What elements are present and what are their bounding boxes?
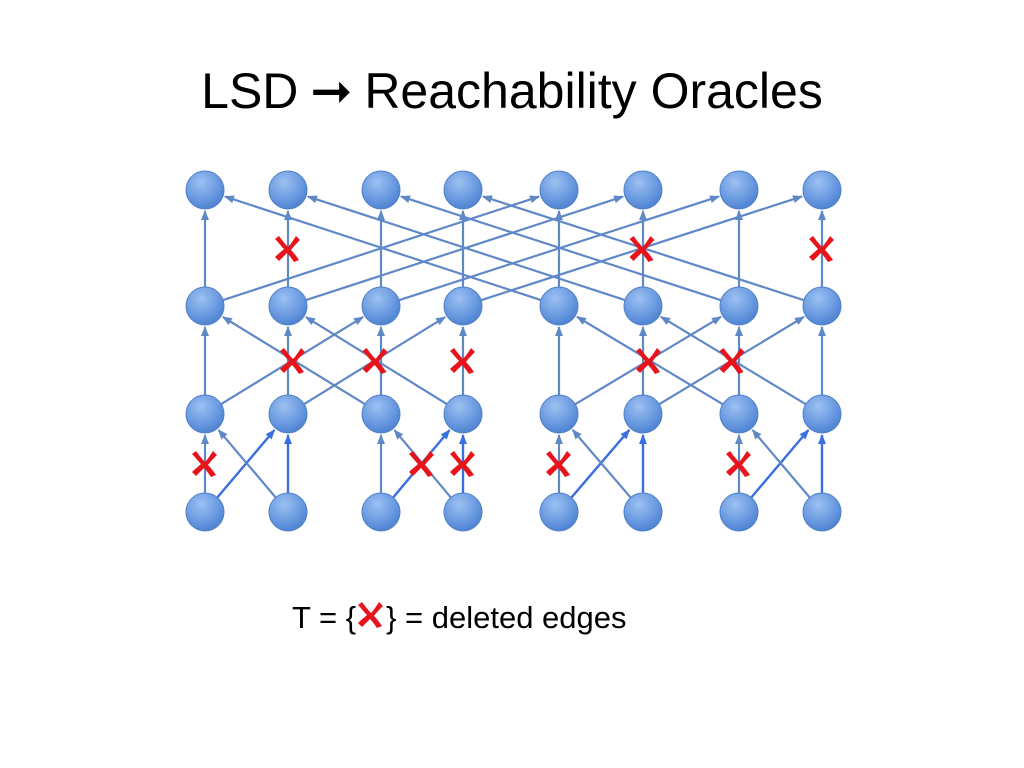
graph-node-layer3-5 — [623, 492, 663, 532]
graph-node-layer2-4 — [539, 394, 579, 434]
legend-caption: T = { } = deleted edges — [292, 598, 627, 638]
graph-node-layer2-0 — [185, 394, 225, 434]
title-reachability-oracles: Reachability Oracles — [364, 63, 823, 119]
deleted-edge-mark-icon — [546, 451, 571, 477]
graph-node-layer3-1 — [268, 492, 308, 532]
deleted-edge-mark-icon — [450, 451, 475, 477]
deleted-edge-mark-icon — [280, 348, 305, 374]
nodes-layer — [185, 170, 842, 532]
slide-title: LSD➞Reachability Oracles — [0, 62, 1024, 120]
deleted-edge-mark-icon — [275, 236, 300, 262]
edge-3-7-to-2-6 — [751, 429, 811, 499]
deleted-edge-mark-icon — [450, 348, 475, 374]
graph-node-layer2-6 — [719, 394, 759, 434]
edge-3-5-to-2-4 — [571, 429, 632, 499]
title-lsd: LSD — [201, 63, 299, 119]
edges-layer — [201, 195, 826, 499]
right-arrow-icon: ➞ — [310, 62, 353, 120]
edge-1-6-to-0-2 — [400, 195, 722, 302]
graph-node-layer1-3 — [443, 286, 483, 326]
graph-node-layer2-1 — [268, 394, 308, 434]
graph-node-layer1-2 — [361, 286, 401, 326]
deleted-edge-mark-icon — [726, 451, 751, 477]
graph-node-layer0-5 — [623, 170, 663, 210]
deleted-edge-marks — [192, 236, 834, 477]
graph-node-layer3-0 — [185, 492, 225, 532]
graph-node-layer0-6 — [719, 170, 759, 210]
graph-node-layer2-5 — [623, 394, 663, 434]
graph-node-layer1-0 — [185, 286, 225, 326]
graph-node-layer1-4 — [539, 286, 579, 326]
graph-node-layer3-4 — [539, 492, 579, 532]
edge-3-1-to-2-0 — [217, 429, 277, 499]
red-x-mark-icon — [358, 601, 384, 628]
caption-suffix: } = deleted edges — [386, 600, 627, 635]
graph-node-layer2-7 — [802, 394, 842, 434]
edge-1-5-to-0-1 — [307, 195, 626, 302]
graph-node-layer1-7 — [802, 286, 842, 326]
graph-node-layer0-4 — [539, 170, 579, 210]
deleted-edge-mark-icon — [719, 348, 745, 374]
graph-node-layer3-7 — [802, 492, 842, 532]
graph-node-layer0-3 — [443, 170, 483, 210]
graph-node-layer2-3 — [443, 394, 483, 434]
graph-node-layer1-6 — [719, 286, 759, 326]
graph-node-layer3-3 — [443, 492, 483, 532]
deleted-edge-mark-icon — [636, 348, 661, 374]
caption-prefix: T = { — [292, 600, 357, 635]
graph-node-layer0-2 — [361, 170, 401, 210]
deleted-edge-mark-icon — [809, 236, 834, 262]
graph-node-layer3-6 — [719, 492, 759, 532]
deleted-edge-mark-icon — [192, 451, 217, 477]
edge-1-4-to-0-0 — [224, 195, 542, 302]
graph-node-layer3-2 — [361, 492, 401, 532]
graph-node-layer2-2 — [361, 394, 401, 434]
deleted-edge-mark-icon — [362, 348, 388, 374]
graph-node-layer0-0 — [185, 170, 225, 210]
graph-node-layer1-1 — [268, 286, 308, 326]
deleted-edge-mark-icon — [629, 236, 655, 262]
graph-node-layer0-7 — [802, 170, 842, 210]
graph-node-layer0-1 — [268, 170, 308, 210]
graph-node-layer1-5 — [623, 286, 663, 326]
deleted-edge-mark-icon — [409, 451, 434, 477]
